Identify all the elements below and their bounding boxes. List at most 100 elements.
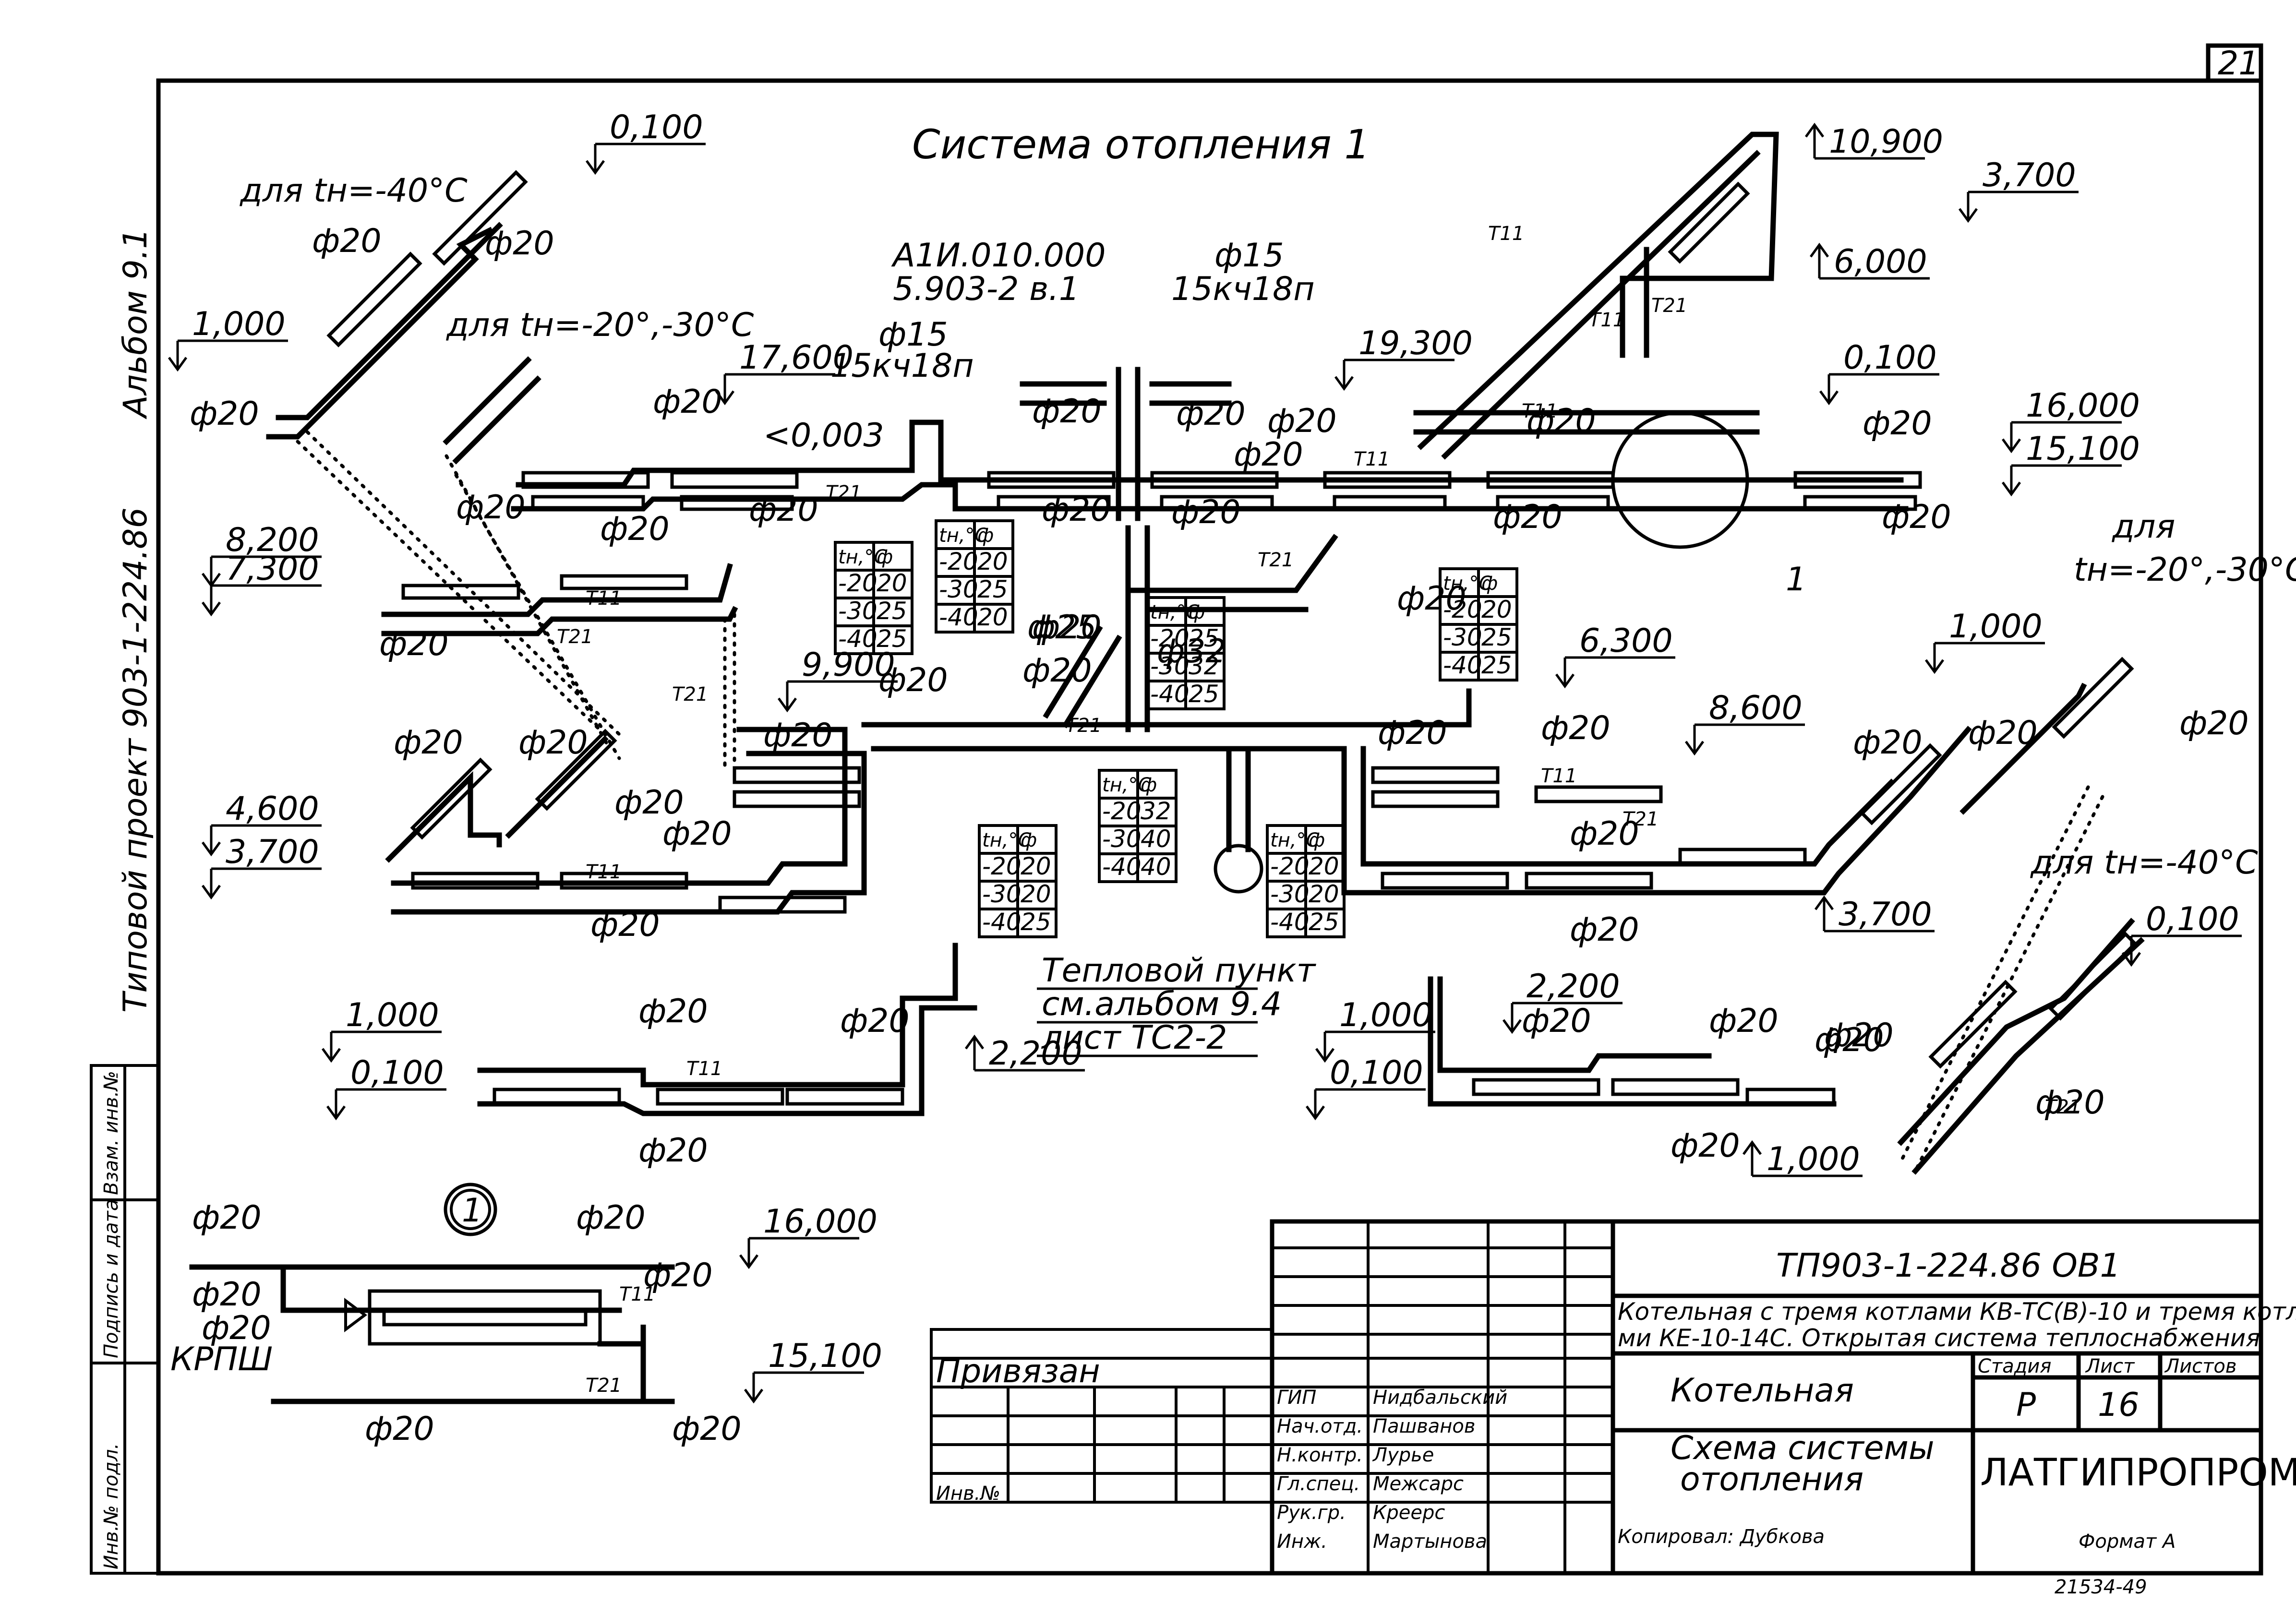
tb-role: Гл.спец.: [1277, 1473, 1360, 1495]
tb-role: ГИП: [1277, 1387, 1316, 1409]
diameter-label: ф20: [840, 1002, 910, 1040]
detail-callout: 1: [1786, 561, 1806, 598]
diameter-label: ф20: [1824, 1017, 1894, 1054]
pipe-code-supply: Т11: [586, 587, 622, 610]
diameter-label: ф20: [456, 489, 526, 526]
valve-2-type: 15кч18п: [830, 347, 974, 385]
note-t40-right: для tн=-40°C: [2030, 844, 2258, 882]
radiator: [670, 471, 799, 489]
note-t2030-top: для tн=-20°,-30°C: [446, 306, 754, 344]
pipe-code-supply: Т11: [619, 1283, 655, 1305]
diameter-label: ф20: [1882, 498, 1951, 536]
pipe-mid-left: [381, 563, 738, 636]
designation-2: 5.903-2 в.1: [893, 270, 1080, 308]
diameter-label: ф20: [365, 1410, 434, 1448]
svg-text:25: 25: [977, 575, 1008, 603]
tb-role: Инж.: [1277, 1531, 1327, 1553]
radiator: [1496, 495, 1610, 511]
pipe-code-return: Т21: [1258, 549, 1294, 571]
slope-note: <0,003: [763, 417, 884, 455]
pipe-code-supply: Т11: [1354, 448, 1390, 470]
valve-1-type: 15кч18п: [1171, 270, 1315, 308]
svg-text:25: 25: [877, 597, 907, 625]
radiator: [521, 471, 650, 489]
svg-text:40: 40: [1141, 825, 1171, 853]
svg-text:tн,°C: tн,°C: [1150, 601, 1200, 623]
tb-sheets-header: Листов: [2164, 1355, 2236, 1377]
heat-point-3: лист ТС2-2: [1041, 1019, 1227, 1057]
tb-desc-2: ми КЕ-10-14С. Открытая система теплоснаб…: [1618, 1324, 2260, 1352]
elevation-e17600: 17,600: [739, 339, 853, 377]
diameter-label: ф20: [190, 395, 259, 433]
elevation-e1000_a: 1,000: [192, 305, 286, 343]
svg-text:20: 20: [1021, 880, 1051, 908]
heat-point-2: см.альбом 9.4: [1042, 985, 1282, 1023]
diameter-label: ф20: [2035, 1084, 2105, 1122]
svg-text:40: 40: [1141, 853, 1171, 881]
svg-text:tн,°C: tн,°C: [982, 829, 1032, 851]
diameter-label: ф20: [1671, 1127, 1740, 1165]
svg-text:ф: ф: [1309, 829, 1325, 851]
tb-name: Межсарс: [1373, 1473, 1464, 1495]
svg-text:-40: -40: [939, 603, 978, 631]
tb-role: Рук.гр.: [1277, 1502, 1346, 1524]
diameter-label: ф20: [614, 784, 684, 822]
svg-text:-30: -30: [838, 597, 878, 625]
size-tables: tн,°Cф-2020-3025-4025tн,°Cф-2020-3025-40…: [834, 519, 1518, 938]
elevation-e0100_d: 0,100: [2146, 900, 2239, 938]
diameter-label: ф20: [1042, 491, 1111, 529]
diameter-label: ф20: [1022, 652, 1092, 690]
tb-sheet: 16: [2098, 1386, 2140, 1424]
diameter-label: ф20: [643, 1256, 713, 1294]
elevation-e2200_b: 2,200: [1527, 968, 1620, 1005]
pipe-code-return: Т21: [826, 482, 862, 504]
radiator: [680, 495, 794, 511]
radiator: [1793, 471, 1922, 489]
tb-privyazan: Привязан: [936, 1352, 1100, 1390]
diameter-label: ф20: [1863, 405, 1932, 443]
tb-name: Креерс: [1373, 1502, 1445, 1524]
svg-text:-40: -40: [1270, 908, 1310, 936]
diameter-label: ф20: [600, 510, 670, 548]
tb-sheet-title-2: отопления: [1680, 1460, 1863, 1498]
elevation-e6300: 6,300: [1579, 622, 1673, 660]
svg-text:20: 20: [1309, 880, 1339, 908]
elevation-e16000_a: 16,000: [2026, 387, 2140, 425]
title-block: ТП903-1-224.86 ОВ1 Котельная с тремя кот…: [930, 1219, 2296, 1598]
svg-text:25: 25: [1021, 908, 1051, 936]
elevation-e19300: 19,300: [1358, 324, 1473, 362]
pipe-code-return: Т21: [1066, 715, 1102, 737]
radiator: [1160, 495, 1274, 511]
svg-text:ф: ф: [1481, 573, 1498, 595]
diameter-label: ф20: [192, 1199, 262, 1237]
diameter-label: ф20: [1709, 1002, 1779, 1040]
svg-text:32: 32: [1189, 652, 1219, 680]
tb-org: ЛАТГИПРОПРОМ: [1980, 1451, 2296, 1495]
radiator: [531, 495, 645, 511]
pipe-bottom-right: [1428, 918, 2145, 1175]
diameter-label: ф20: [192, 1276, 262, 1314]
pipe-code-supply: Т11: [1541, 765, 1577, 787]
diameter-label: ф20: [1171, 493, 1241, 531]
tb-format: Формат А: [2079, 1531, 2176, 1553]
elevation-e0100_b: 0,100: [350, 1054, 444, 1092]
radiator: [987, 471, 1116, 489]
elevation-e16000_b: 16,000: [763, 1203, 878, 1241]
diameter-label: ф20: [1032, 393, 1102, 431]
svg-text:25: 25: [1309, 908, 1339, 936]
diameter-label: ф20: [1527, 402, 1596, 440]
pipe-code-return: Т21: [557, 626, 593, 648]
elevation-e1000_d: 1,000: [1339, 996, 1433, 1034]
svg-text:25: 25: [1189, 624, 1219, 652]
diameter-label: ф20: [1815, 1021, 1884, 1059]
valve-1: ф15: [1214, 237, 1284, 275]
diameter-label: ф20: [485, 225, 554, 263]
tb-name: Мартынова: [1373, 1531, 1487, 1553]
elevation-e1000_e: 1,000: [1767, 1140, 1860, 1178]
svg-text:tн,°C: tн,°C: [939, 525, 988, 547]
svg-text:32: 32: [1141, 797, 1171, 825]
sheet-number-box: [2206, 43, 2263, 83]
svg-text:tн,°C: tн,°C: [1443, 573, 1492, 595]
